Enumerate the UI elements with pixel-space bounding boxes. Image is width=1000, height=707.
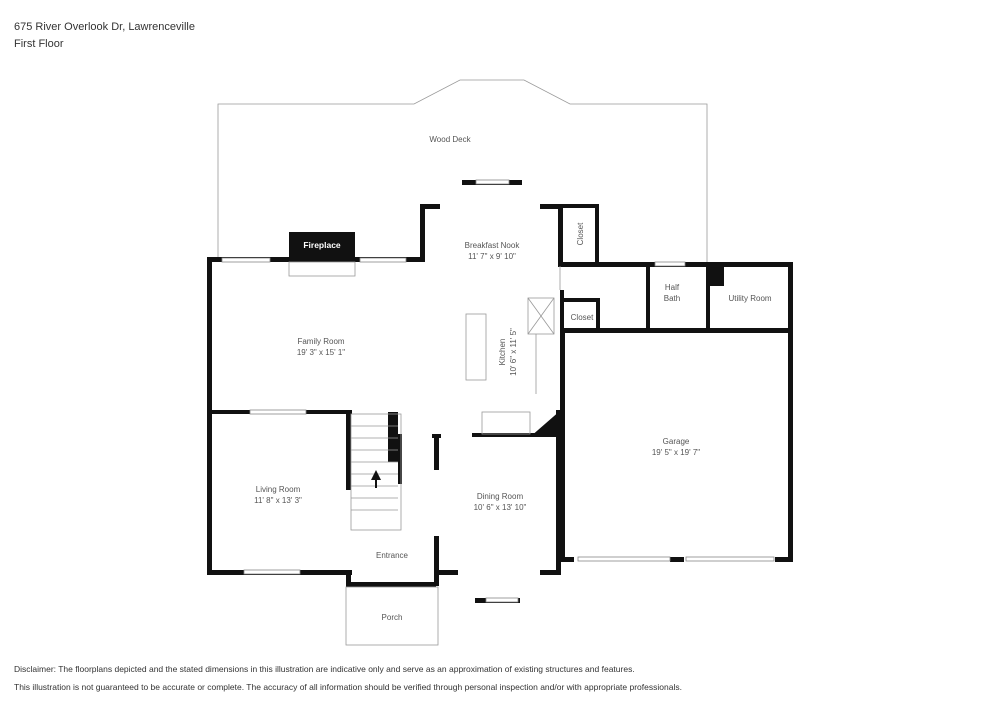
- stairs-up-arrow-icon: [371, 470, 381, 480]
- fireplace-label: Fireplace: [303, 240, 341, 250]
- garage-dims: 19' 5" x 19' 7": [652, 448, 700, 457]
- disclaimer-line-2: This illustration is not guaranteed to b…: [14, 682, 682, 692]
- closet-lower-label: Closet: [571, 313, 594, 322]
- staircase[interactable]: [350, 413, 402, 531]
- half-bath-label-line2: Bath: [664, 294, 680, 303]
- disclaimer-line-1: Disclaimer: The floorplans depicted and …: [14, 664, 635, 674]
- family-room-dims: 19' 3" x 15' 1": [297, 348, 345, 357]
- floor-name: First Floor: [14, 38, 64, 50]
- dining-room-label: Dining Room: [477, 492, 524, 501]
- wood-deck-outline: [217, 79, 708, 262]
- entrance-label: Entrance: [376, 551, 409, 560]
- living-room-label: Living Room: [256, 485, 301, 494]
- dining-room-dims: 10' 6" x 13' 10": [474, 503, 527, 512]
- garage-label: Garage: [663, 437, 690, 446]
- half-bath-label-line1: Half: [665, 283, 680, 292]
- wood-deck-label: Wood Deck: [429, 135, 471, 144]
- kitchen-label: Kitchen: [498, 339, 507, 366]
- property-address: 675 River Overlook Dr, Lawrenceville: [14, 21, 195, 33]
- windows: [221, 179, 775, 603]
- closet-upper-label: Closet: [576, 222, 585, 245]
- breakfast-nook-label: Breakfast Nook: [465, 241, 521, 250]
- family-room-label: Family Room: [297, 337, 344, 346]
- living-room-dims: 11' 8" x 13' 3": [254, 496, 302, 505]
- fireplace-block: [289, 232, 355, 258]
- kitchen-dims: 10' 6" x 11' 5": [509, 328, 518, 376]
- utility-room-label: Utility Room: [728, 294, 771, 303]
- breakfast-nook-dims: 11' 7" x 9' 10": [468, 252, 516, 261]
- porch-label: Porch: [382, 613, 403, 622]
